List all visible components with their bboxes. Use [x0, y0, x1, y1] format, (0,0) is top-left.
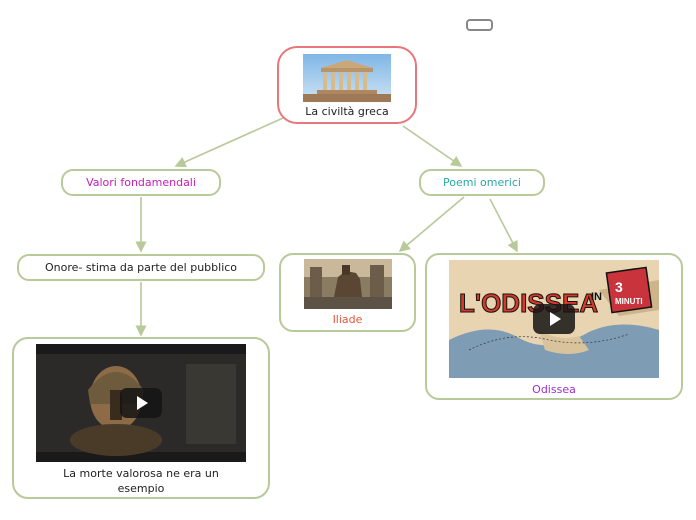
valori-node[interactable]: Valori fondamendali	[61, 169, 221, 196]
odissea-label: Odissea	[532, 383, 576, 396]
edge-root-valori	[174, 117, 284, 168]
onore-node[interactable]: Onore- stima da parte del pubblico	[17, 254, 265, 281]
onore-label: Onore- stima da parte del pubblico	[44, 261, 238, 274]
root-label: La civiltà greca	[305, 104, 389, 118]
root-node[interactable]: La civiltà greca	[277, 46, 417, 124]
iliade-label: Iliade	[332, 312, 363, 326]
valori-label: Valori fondamendali	[86, 176, 196, 189]
odissea-map-video[interactable]: L'ODISSEA IN 3 MINUTI	[449, 260, 659, 378]
odissea-video-in: IN	[591, 291, 602, 303]
play-button-icon[interactable]	[120, 388, 162, 418]
odissea-video-title: L'ODISSEA	[459, 288, 598, 318]
odissea-video-three: 3	[615, 279, 623, 295]
play-button-icon[interactable]	[533, 304, 575, 334]
morte-node[interactable]: La morte valorosa ne era un esempio	[12, 337, 270, 499]
collapse-button[interactable]	[466, 19, 493, 31]
odissea-video-minuti: MINUTI	[615, 297, 643, 306]
odissea-node[interactable]: L'ODISSEA IN 3 MINUTI Odissea	[425, 253, 683, 400]
poemi-label: Poemi omerici	[443, 176, 521, 189]
parthenon-photo	[303, 53, 391, 102]
morte-label: La morte valorosa ne era un esempio	[63, 467, 219, 495]
warrior-helmet-video[interactable]	[36, 344, 246, 462]
edge-poemi-iliade	[398, 196, 465, 253]
trojan-horse-photo	[303, 258, 392, 309]
poemi-node[interactable]: Poemi omerici	[419, 169, 545, 196]
edge-root-poemi	[402, 125, 463, 167]
iliade-node[interactable]: Iliade	[279, 253, 416, 332]
edge-poemi-odissea	[489, 198, 518, 253]
